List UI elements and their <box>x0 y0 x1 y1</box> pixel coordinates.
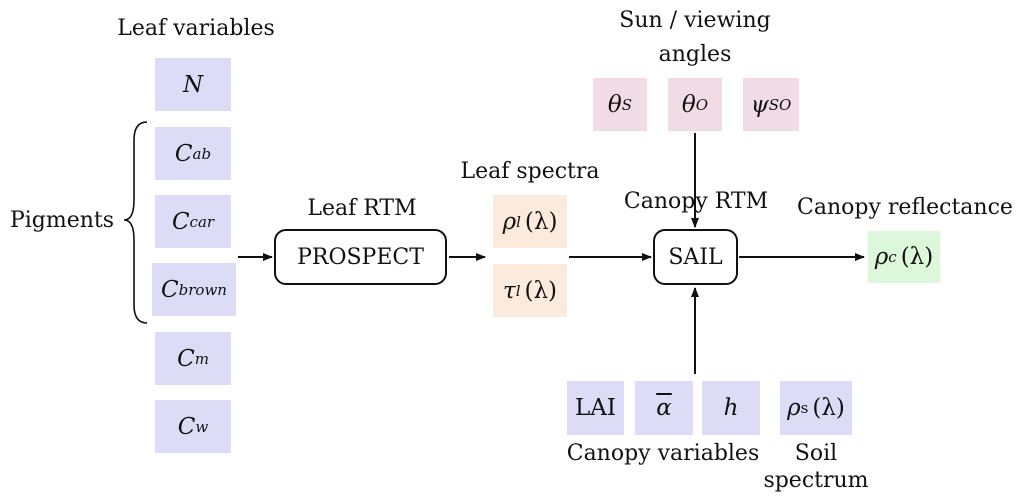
sail-model-box: SAIL <box>653 229 738 285</box>
leaf-rtm-label: Leaf RTM <box>307 196 417 221</box>
prospect-model-box: PROSPECT <box>274 229 447 285</box>
canopy-variables-label: Canopy variables <box>566 441 760 466</box>
canopy-reflectance-label: Canopy reflectance <box>797 195 1013 220</box>
pigments-brace <box>123 121 148 324</box>
canopy-var-h: h <box>702 381 760 435</box>
sun-viewing-label-line2: angles <box>658 42 732 67</box>
canopy-rtm-label: Canopy RTM <box>623 189 769 214</box>
leaf-var-n: N <box>155 58 231 111</box>
canopy-var-alpha: α <box>635 381 693 435</box>
leaf-variables-label: Leaf variables <box>117 16 275 41</box>
pigments-label: Pigments <box>9 208 115 233</box>
canopy-var-lai: LAI <box>567 381 624 435</box>
soil-spectrum-label-line1: Soil <box>794 441 838 466</box>
soil-spectrum-label-line2: spectrum <box>763 468 869 493</box>
leaf-spectra-label: Leaf spectra <box>460 159 600 184</box>
sun-viewing-label-line1: Sun / viewing <box>619 8 771 33</box>
